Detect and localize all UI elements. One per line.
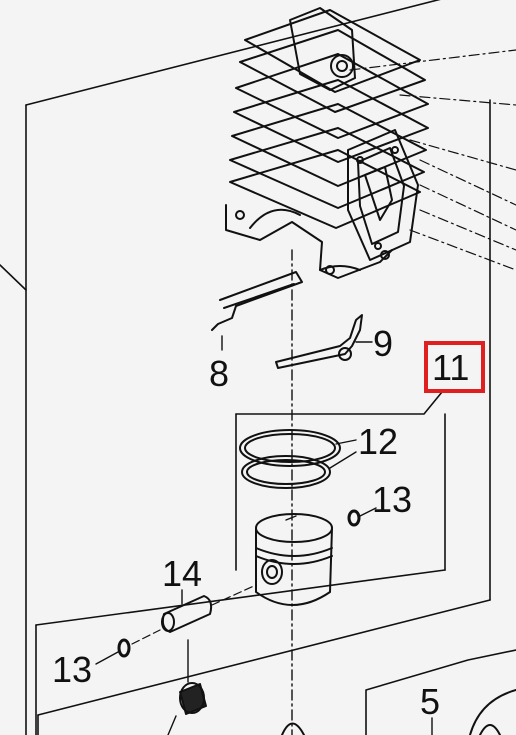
cylinder-icon [225,7,429,279]
circlip-icon-13b [95,629,161,665]
assembly-bracket [35,391,446,735]
lower-parts [281,649,516,735]
pin-icon [161,584,257,633]
part-label-14: 14 [162,553,203,594]
part-label-8: 8 [209,353,230,394]
ring-icon [239,429,357,489]
part-label-9: 9 [373,323,394,364]
part-label-12: 12 [358,421,399,462]
piston-icon [255,513,333,606]
part-label-13-upper: 13 [372,479,413,520]
part-label-13-lower: 13 [52,649,93,690]
highlight-box-11 [424,341,485,393]
circlip-icon-13a [347,507,377,527]
gasket-icon-9 [275,314,373,369]
gasket-icon-8 [211,271,303,351]
bearing-icon [167,639,207,735]
part-label-11: 11 [432,347,470,388]
leader-lines [349,49,516,271]
part-label-5: 5 [420,681,441,722]
